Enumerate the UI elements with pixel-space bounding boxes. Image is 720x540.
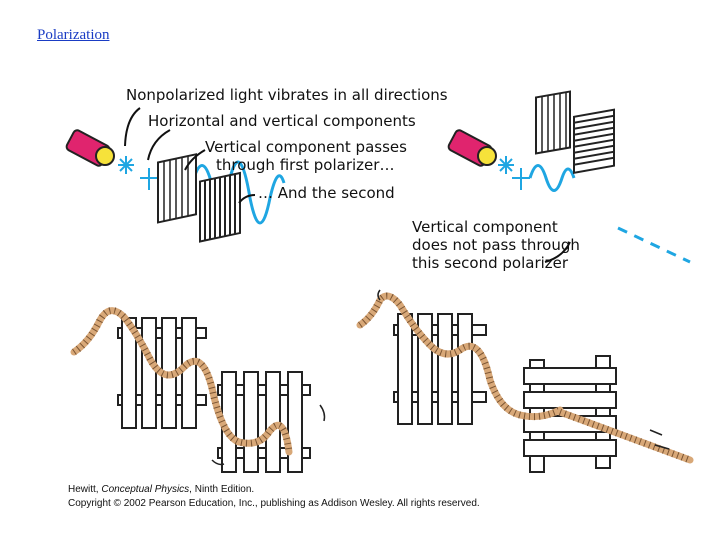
rope-right — [356, 292, 564, 421]
label-blocked-line1: Vertical component — [412, 218, 558, 236]
label-and-second: … And the second — [258, 184, 395, 202]
components-cross-right — [512, 168, 530, 190]
credit-author: Hewitt, — [68, 484, 99, 495]
slide-title[interactable]: Polarization — [37, 27, 110, 43]
credit-edition: , Ninth Edition. — [189, 484, 255, 495]
pointer-arrows-left — [124, 107, 256, 204]
label-components: Horizontal and vertical components — [148, 112, 416, 130]
label-passes-line2: through first polarizer… — [216, 156, 394, 174]
fence-vertical-2 — [217, 371, 311, 473]
credit-line1: Hewitt, Conceptual Physics, Ninth Editio… — [68, 484, 254, 495]
fence-vertical-1 — [117, 317, 207, 429]
credit-line2: Copyright © 2002 Pearson Education, Inc.… — [68, 498, 480, 509]
label-blocked-line2: does not pass through — [412, 236, 580, 254]
polarizer-vertical-2 — [199, 171, 241, 243]
nonpolarized-star-left — [118, 156, 134, 174]
polarizer-vertical-1 — [157, 153, 197, 224]
flashlight-right — [447, 129, 497, 167]
polarizer-vertical-3 — [535, 90, 571, 155]
label-blocked-line3: this second polarizer — [412, 254, 569, 272]
polarizer-horizontal — [573, 108, 615, 174]
motion-lines — [211, 289, 670, 466]
light-wave-right — [528, 164, 576, 192]
label-passes-line1: Vertical component passes — [205, 138, 407, 156]
label-nonpolarized: Nonpolarized light vibrates in all direc… — [126, 86, 448, 104]
components-cross-left — [140, 168, 158, 190]
rope-right-through-texture — [558, 408, 692, 464]
nonpolarized-star-right — [498, 156, 514, 174]
fence-vertical-3 — [393, 313, 487, 425]
credit-book: Conceptual Physics — [101, 484, 190, 495]
fence-horizontal — [523, 355, 617, 473]
flashlight-left — [65, 129, 115, 167]
pointer-arrow-right — [544, 241, 571, 263]
blocked-path-dashed — [617, 226, 691, 264]
rope-left-texture — [71, 307, 293, 453]
